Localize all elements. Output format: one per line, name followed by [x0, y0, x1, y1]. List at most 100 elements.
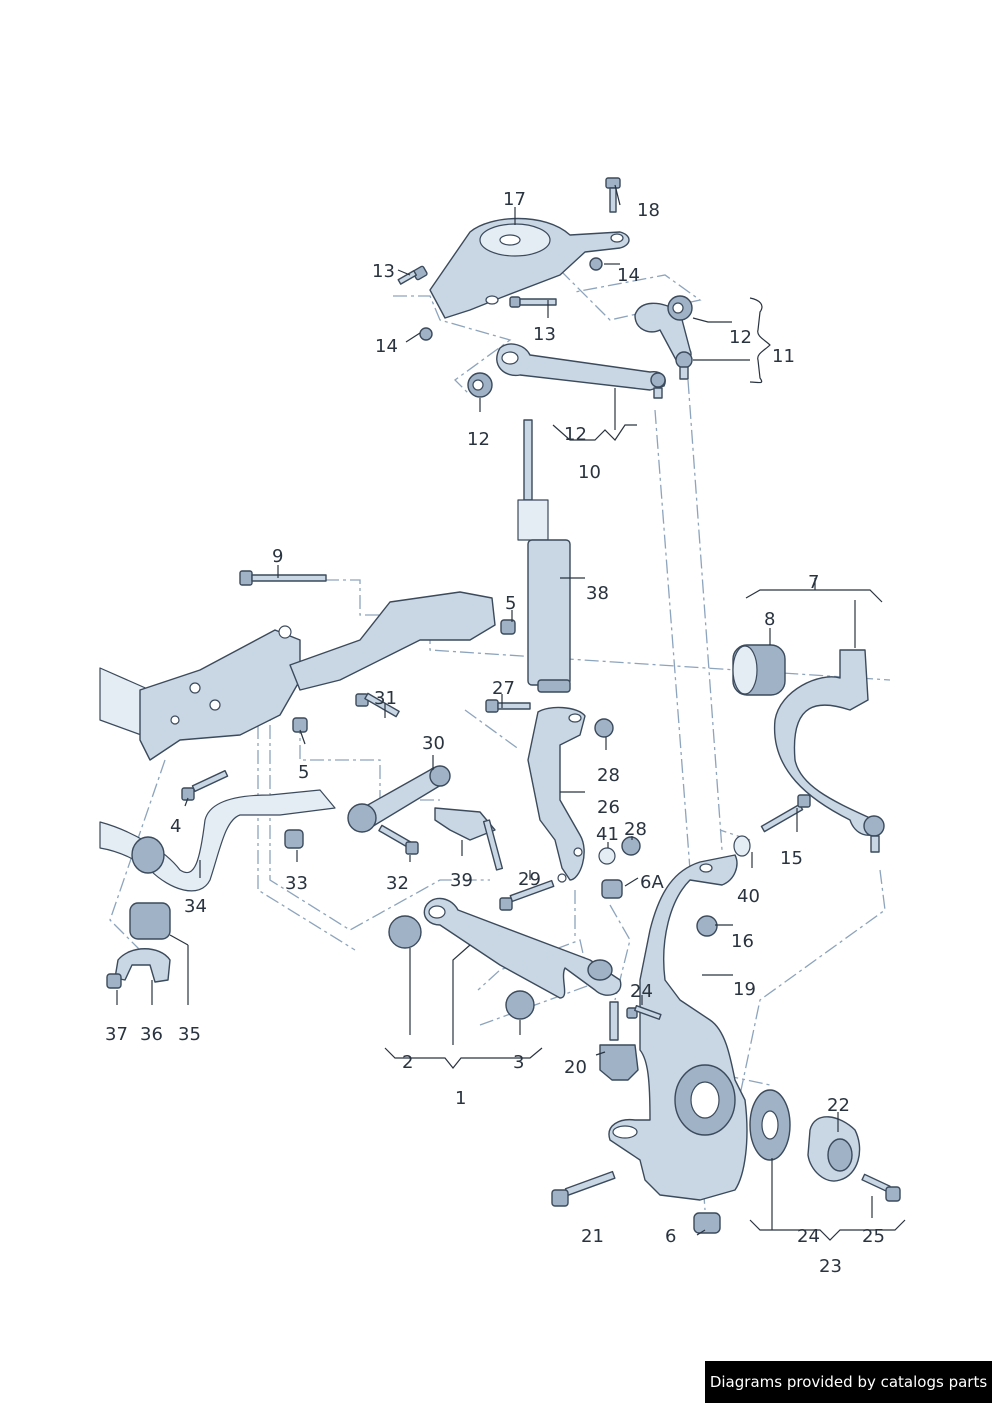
washer-41 — [598, 847, 616, 865]
label-41: 41 — [596, 824, 619, 845]
label-21: 21 — [581, 1226, 604, 1247]
label-25: 25 — [862, 1226, 885, 1247]
nut-6 — [693, 1212, 721, 1234]
label-31: 31 — [374, 688, 397, 709]
shock-absorber — [517, 419, 571, 693]
label-33: 33 — [285, 873, 308, 894]
wishbone-7 — [773, 649, 885, 853]
label-4: 4 — [170, 816, 181, 837]
bolt-37 — [106, 973, 122, 989]
label-37: 37 — [105, 1024, 128, 1045]
footer-credit: Diagrams provided by catalogs parts — [705, 1361, 992, 1403]
label-9: 9 — [272, 546, 283, 567]
label-8: 8 — [764, 609, 775, 630]
upper-control-arm-11 — [634, 295, 693, 380]
label-34: 34 — [184, 896, 207, 917]
bushing-8 — [732, 644, 786, 696]
label-38: 38 — [586, 583, 609, 604]
label-32: 32 — [386, 873, 409, 894]
washer-40 — [733, 835, 751, 857]
label-1: 1 — [455, 1088, 466, 1109]
label-14-upper: 14 — [617, 265, 640, 286]
clamp-36 — [114, 948, 171, 983]
nut-6A — [601, 879, 623, 899]
label-10: 10 — [578, 462, 601, 483]
label-30: 30 — [422, 733, 445, 754]
label-29: 29 — [518, 869, 541, 890]
subframe — [99, 591, 496, 761]
bushing-2 — [388, 915, 422, 949]
bolt-15 — [760, 794, 811, 833]
assembly-guide-lines — [109, 269, 891, 1211]
label-12-left: 12 — [467, 429, 490, 450]
bolt-13-upper — [397, 265, 428, 285]
label-3: 3 — [513, 1052, 524, 1073]
bolt-4 — [181, 769, 229, 801]
nut-14-upper — [589, 257, 603, 271]
label-36: 36 — [140, 1024, 163, 1045]
nut-14-lower — [419, 327, 433, 341]
label-16: 16 — [731, 931, 754, 952]
wheel-hub — [749, 1089, 861, 1182]
bushing-35 — [129, 902, 171, 940]
lower-control-arm — [423, 897, 622, 999]
label-13-lower: 13 — [533, 324, 556, 345]
label-12-mid: 12 — [564, 424, 587, 445]
part-number-labels: 17 18 13 14 13 14 12 11 12 12 10 9 38 5 … — [105, 189, 885, 1277]
label-18: 18 — [637, 200, 660, 221]
label-17: 17 — [503, 189, 526, 210]
stabilizer-bushing — [131, 836, 165, 874]
label-15: 15 — [780, 848, 803, 869]
label-27: 27 — [492, 678, 515, 699]
bushing-12-left — [467, 372, 493, 398]
nut-5-upper — [500, 619, 516, 635]
label-5-upper: 5 — [505, 593, 516, 614]
bolt-32 — [378, 824, 419, 855]
label-28-upper: 28 — [597, 765, 620, 786]
label-6: 6 — [665, 1226, 676, 1247]
upper-strut-mount — [429, 217, 630, 319]
nut-33 — [284, 829, 304, 849]
label-28-lower: 28 — [624, 819, 647, 840]
label-23: 23 — [819, 1256, 842, 1277]
bolt-18 — [605, 177, 621, 213]
bolt-21 — [551, 1170, 616, 1207]
label-7: 7 — [808, 572, 819, 593]
label-40: 40 — [737, 886, 760, 907]
bolt-27 — [485, 699, 531, 713]
sensor-bracket — [434, 807, 504, 871]
bolt-25 — [861, 1173, 901, 1202]
nut-16 — [696, 915, 718, 937]
ball-joint — [599, 1001, 639, 1081]
label-24-upper: 24 — [630, 981, 653, 1002]
coupling-rod — [347, 765, 451, 833]
upper-control-arm-10 — [496, 343, 666, 399]
bushing-3 — [505, 990, 535, 1020]
label-26: 26 — [597, 797, 620, 818]
label-24-lower: 24 — [797, 1226, 820, 1247]
label-14-lower: 14 — [375, 336, 398, 357]
bolt-9 — [239, 570, 327, 586]
bolt-13-lower — [509, 296, 557, 308]
label-11: 11 — [772, 346, 795, 367]
label-20: 20 — [564, 1057, 587, 1078]
bolt-24-upper — [626, 1004, 662, 1020]
label-13-upper: 13 — [372, 261, 395, 282]
nut-5-lower — [292, 717, 308, 733]
wheel-bearing-housing — [608, 854, 748, 1201]
leader-lines — [116, 184, 906, 1241]
label-2: 2 — [402, 1052, 413, 1073]
nut-28-lower — [621, 836, 641, 856]
label-35: 35 — [178, 1024, 201, 1045]
bolt-31 — [355, 692, 400, 718]
label-22: 22 — [827, 1095, 850, 1116]
label-6A: 6A — [640, 872, 664, 893]
label-5-lower: 5 — [298, 762, 309, 783]
strut-fork — [527, 706, 586, 883]
label-12-right: 12 — [729, 327, 752, 348]
bolt-29 — [499, 879, 555, 911]
nut-28-upper — [594, 718, 614, 738]
label-39: 39 — [450, 870, 473, 891]
